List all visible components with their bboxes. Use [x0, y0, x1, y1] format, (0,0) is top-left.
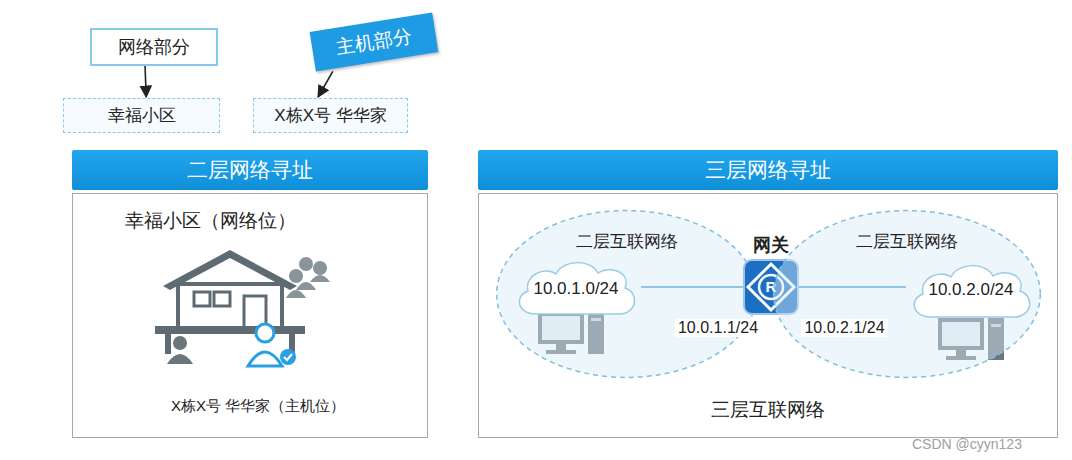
- node-title: 二层网络寻址: [187, 156, 313, 184]
- house-illustration: [155, 250, 330, 366]
- title-band: 二层网络寻址: [72, 150, 428, 190]
- node-title: 幸福小区（网络位）: [125, 208, 296, 234]
- node-title: X栋X号 华华家: [274, 104, 386, 127]
- content-panel: 三层互联网络二层互联网络10.0.1.0/24R网关二层互联网络10.0.2.0…: [478, 193, 1058, 438]
- watermark: CSDN @cyyn123: [912, 436, 1022, 452]
- node-title: 10.0.2.0/24: [928, 280, 1013, 300]
- title-band: 三层网络寻址: [478, 150, 1058, 190]
- node-title: 幸福小区: [108, 104, 176, 127]
- node-title: 10.0.1.0/24: [533, 279, 618, 299]
- network-ellipse: 二层互联网络 10.0.2.0/24: [771, 208, 1043, 380]
- subnet-cloud: 10.0.1.0/24: [511, 256, 641, 318]
- node-title: 二层互联网络: [494, 230, 759, 253]
- node-title: 主机部分: [334, 23, 413, 61]
- connector-line: [318, 71, 333, 97]
- subnet-cloud: 10.0.2.0/24: [906, 259, 1036, 321]
- node-text: X栋X号 华华家（主机位）: [171, 397, 345, 416]
- dashed-box: X栋X号 华华家: [253, 98, 408, 133]
- interface-address: 10.0.2.1/24: [801, 319, 887, 337]
- connector-line: [145, 66, 146, 97]
- node-title: 三层网络寻址: [705, 156, 831, 184]
- node-title: 二层互联网络: [771, 230, 1043, 253]
- tag-box: 主机部分: [310, 13, 439, 72]
- dashed-box: 幸福小区: [63, 98, 220, 133]
- interface-address: 10.0.1.1/24: [675, 319, 761, 337]
- node-title: 三层互联网络: [479, 397, 1057, 423]
- content-panel: 幸福小区（网络位） X栋X号 华华家（主机位）: [72, 193, 428, 438]
- label-box: 网络部分: [90, 28, 218, 66]
- node-title: 网络部分: [118, 35, 190, 59]
- network-ellipse: 二层互联网络 10.0.1.0/24: [494, 208, 759, 380]
